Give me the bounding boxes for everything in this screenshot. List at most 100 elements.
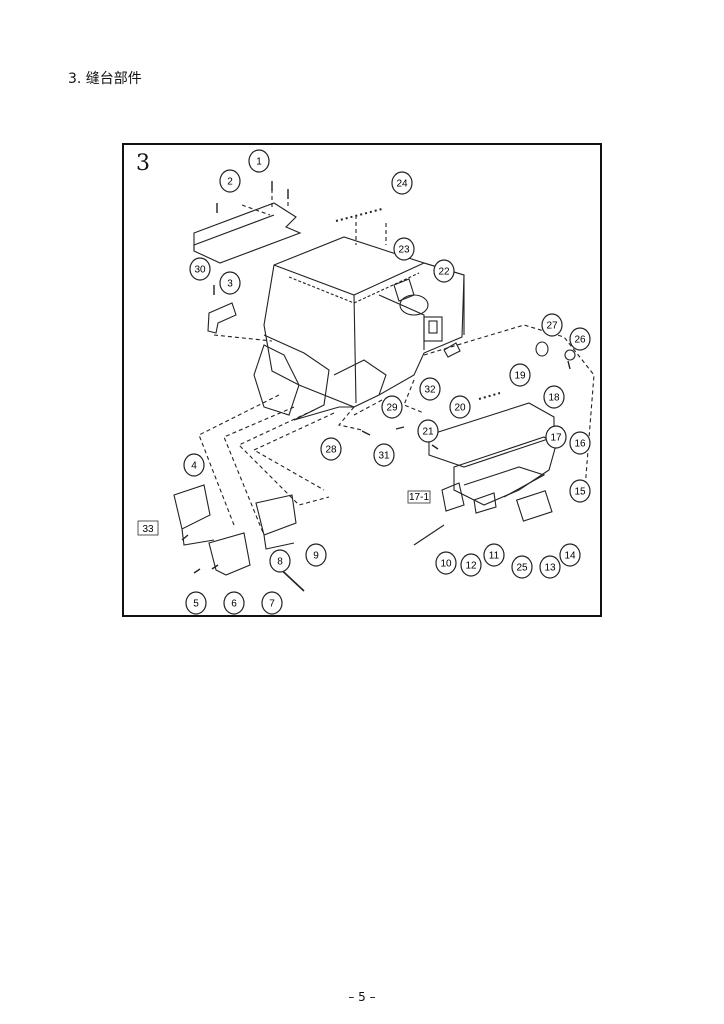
callout-circle: [569, 479, 591, 503]
callout-label: 22: [438, 267, 450, 278]
callout-label: 24: [396, 179, 408, 190]
callout-circle: [433, 259, 455, 283]
bracket-4: [173, 484, 211, 530]
callout-31: 31: [373, 443, 395, 467]
callout-10: 10: [435, 551, 457, 575]
callout-label: 6: [231, 599, 237, 610]
callout-circle: [569, 431, 591, 455]
callout-28: 28: [320, 437, 342, 461]
callout-8: 8: [269, 549, 291, 573]
callout-circle: [373, 443, 395, 467]
callout-5: 5: [185, 591, 207, 615]
callout-20: 20: [449, 395, 471, 419]
callout-circle: [543, 385, 565, 409]
callout-18: 18: [543, 385, 565, 409]
callout-11: 11: [483, 543, 505, 567]
callout-circle: [483, 543, 505, 567]
boxed-label-text: 17-1: [409, 492, 429, 503]
callout-label: 11: [489, 551, 500, 562]
plate-17: [453, 436, 557, 506]
callout-2: 2: [219, 169, 241, 193]
callout-27: 27: [541, 313, 563, 337]
callout-circle: [419, 377, 441, 401]
callout-label: 31: [378, 451, 390, 462]
callout-label: 10: [440, 559, 452, 570]
callout-label: 9: [313, 551, 319, 562]
callout-circle: [541, 313, 563, 337]
boxed-label-17-1: 17-1: [407, 490, 431, 504]
page-number: – 5 –: [348, 990, 376, 1004]
figure-number: 3: [136, 151, 150, 176]
callout-label: 28: [325, 445, 337, 456]
callout-circle: [183, 453, 205, 477]
callout-12: 12: [460, 553, 482, 577]
cover-plate: [193, 202, 302, 264]
callout-3: 3: [219, 271, 241, 295]
section-heading: 3. 缝台部件: [68, 71, 142, 87]
callout-label: 16: [574, 439, 586, 450]
callout-7: 7: [261, 591, 283, 615]
callout-26: 26: [569, 327, 591, 351]
callout-29: 29: [381, 395, 403, 419]
callout-label: 27: [546, 321, 558, 332]
callout-circle: [189, 257, 211, 281]
callout-label: 2: [227, 177, 233, 188]
callout-circle: [545, 425, 567, 449]
callout-label: 20: [454, 403, 466, 414]
callout-1: 1: [248, 149, 270, 173]
callout-25: 25: [511, 555, 533, 579]
callout-label: 26: [574, 335, 586, 346]
callout-32: 32: [419, 377, 441, 401]
boxed-label-33: 33: [137, 520, 159, 536]
callout-label: 1: [256, 157, 262, 168]
callout-label: 15: [574, 487, 586, 498]
callout-24: 24: [391, 171, 413, 195]
callout-circle: [569, 327, 591, 351]
callout-circle: [381, 395, 403, 419]
callout-circle: [223, 591, 245, 615]
callout-circle: [305, 543, 327, 567]
callout-circle: [435, 551, 457, 575]
callout-6: 6: [223, 591, 245, 615]
callout-circle: [320, 437, 342, 461]
callout-circle: [219, 169, 241, 193]
callout-circle: [559, 543, 581, 567]
callout-circle: [269, 549, 291, 573]
bracket-8: [208, 532, 251, 576]
callout-circle: [539, 555, 561, 579]
callout-30: 30: [189, 257, 211, 281]
callout-label: 19: [514, 371, 526, 382]
callout-label: 32: [424, 385, 436, 396]
callout-label: 7: [269, 599, 275, 610]
callout-circle: [460, 553, 482, 577]
callout-circle: [393, 237, 415, 261]
callout-19: 19: [509, 363, 531, 387]
callout-15: 15: [569, 479, 591, 503]
boxed-label-layer: 33 17-1: [137, 490, 431, 536]
callout-14: 14: [559, 543, 581, 567]
callout-22: 22: [433, 259, 455, 283]
callout-circle: [248, 149, 270, 173]
callout-label: 21: [422, 427, 434, 438]
boxed-label-frame: [137, 520, 159, 536]
callout-13: 13: [539, 555, 561, 579]
bracket-9: [255, 494, 297, 536]
callout-circle: [449, 395, 471, 419]
callout-9: 9: [305, 543, 327, 567]
boxed-label-text: 33: [142, 524, 154, 535]
boxed-label-frame: [407, 490, 431, 504]
bracket-3: [207, 302, 237, 334]
callout-label: 12: [465, 561, 477, 572]
callout-label: 30: [194, 265, 206, 276]
callout-label: 29: [386, 403, 398, 414]
callout-label: 23: [398, 245, 410, 256]
callout-label: 18: [548, 393, 560, 404]
callout-label: 13: [544, 563, 556, 574]
callout-label: 3: [227, 279, 233, 290]
callout-label: 25: [516, 563, 528, 574]
callout-circle: [391, 171, 413, 195]
callout-label: 4: [191, 461, 197, 472]
